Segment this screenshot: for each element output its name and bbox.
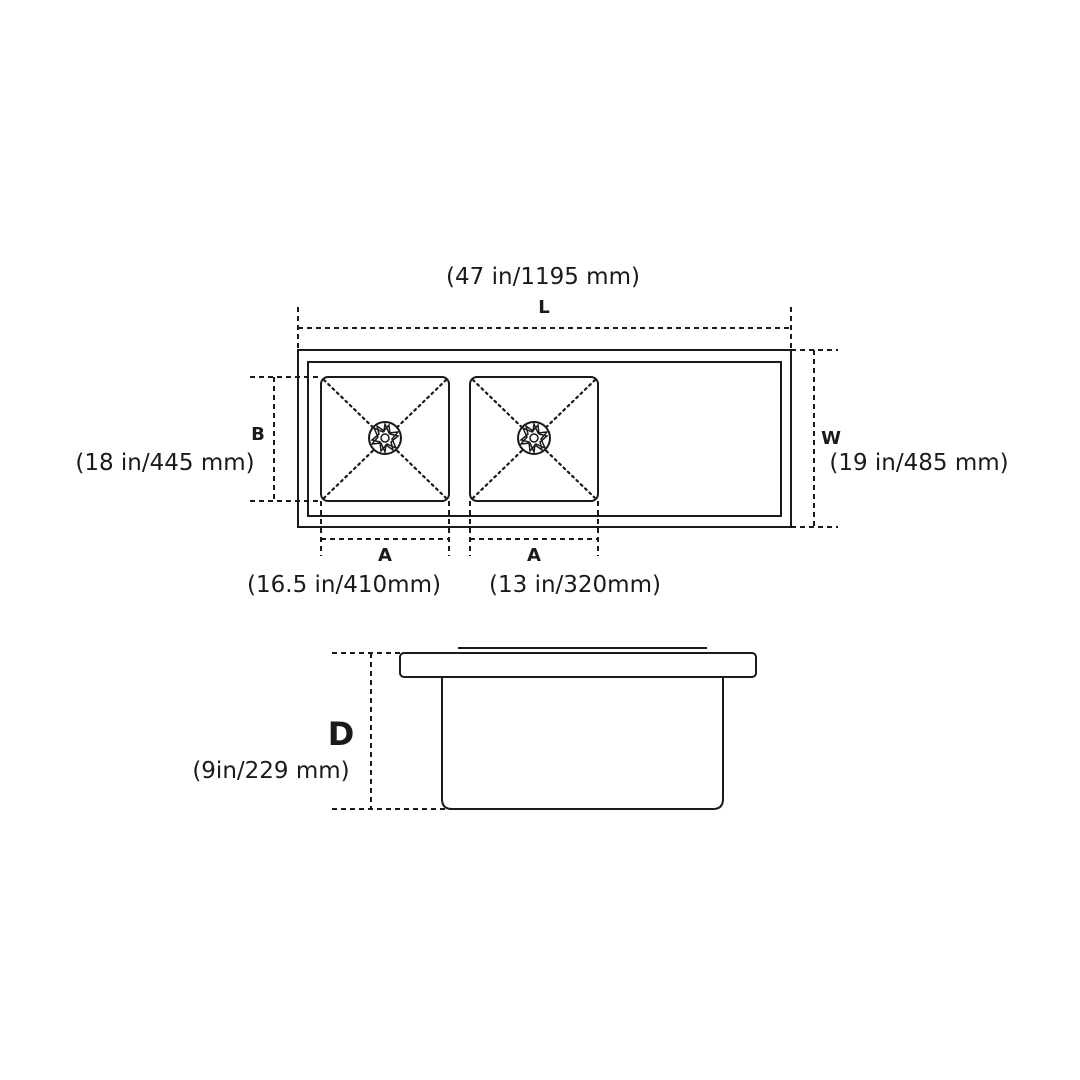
bowl-left-letter: A bbox=[378, 545, 392, 566]
drain-icon bbox=[368, 421, 402, 455]
sink-rim bbox=[399, 652, 757, 678]
depth-letter: D bbox=[328, 715, 355, 753]
bowl-left-value: (16.5 in/410mm) bbox=[247, 572, 441, 598]
width-letter: W bbox=[821, 428, 841, 449]
drain-icon bbox=[517, 421, 551, 455]
length-letter: L bbox=[538, 297, 549, 318]
width-dimension: W (19 in/485 mm) bbox=[791, 349, 1009, 528]
sink-inner-outline bbox=[307, 361, 782, 517]
sink-outline bbox=[297, 349, 792, 528]
bowl-depth-letter: B bbox=[251, 424, 265, 445]
bowl-left bbox=[320, 376, 450, 502]
depth-value: (9in/229 mm) bbox=[192, 758, 349, 784]
width-value: (19 in/485 mm) bbox=[829, 450, 1008, 476]
length-dimension: L (47 in/1195 mm) bbox=[297, 264, 792, 350]
bowl-right-letter: A bbox=[527, 545, 541, 566]
sink-bowl-profile bbox=[441, 677, 724, 810]
bowl-depth-dimension: B (18 in/445 mm) bbox=[75, 376, 321, 502]
bowl-right bbox=[469, 376, 599, 502]
depth-dimension: D (9in/229 mm) bbox=[192, 652, 480, 810]
side-view: D (9in/229 mm) bbox=[192, 647, 757, 810]
bowl-right-width-dimension: A (13 in/320mm) bbox=[469, 501, 661, 598]
bowl-right-value: (13 in/320mm) bbox=[489, 572, 661, 598]
bowl-depth-value: (18 in/445 mm) bbox=[75, 450, 254, 476]
bowl-left-width-dimension: A (16.5 in/410mm) bbox=[247, 501, 450, 598]
top-view: L (47 in/1195 mm) B (18 in/445 mm) W (19… bbox=[75, 264, 1008, 598]
length-value: (47 in/1195 mm) bbox=[446, 264, 640, 290]
